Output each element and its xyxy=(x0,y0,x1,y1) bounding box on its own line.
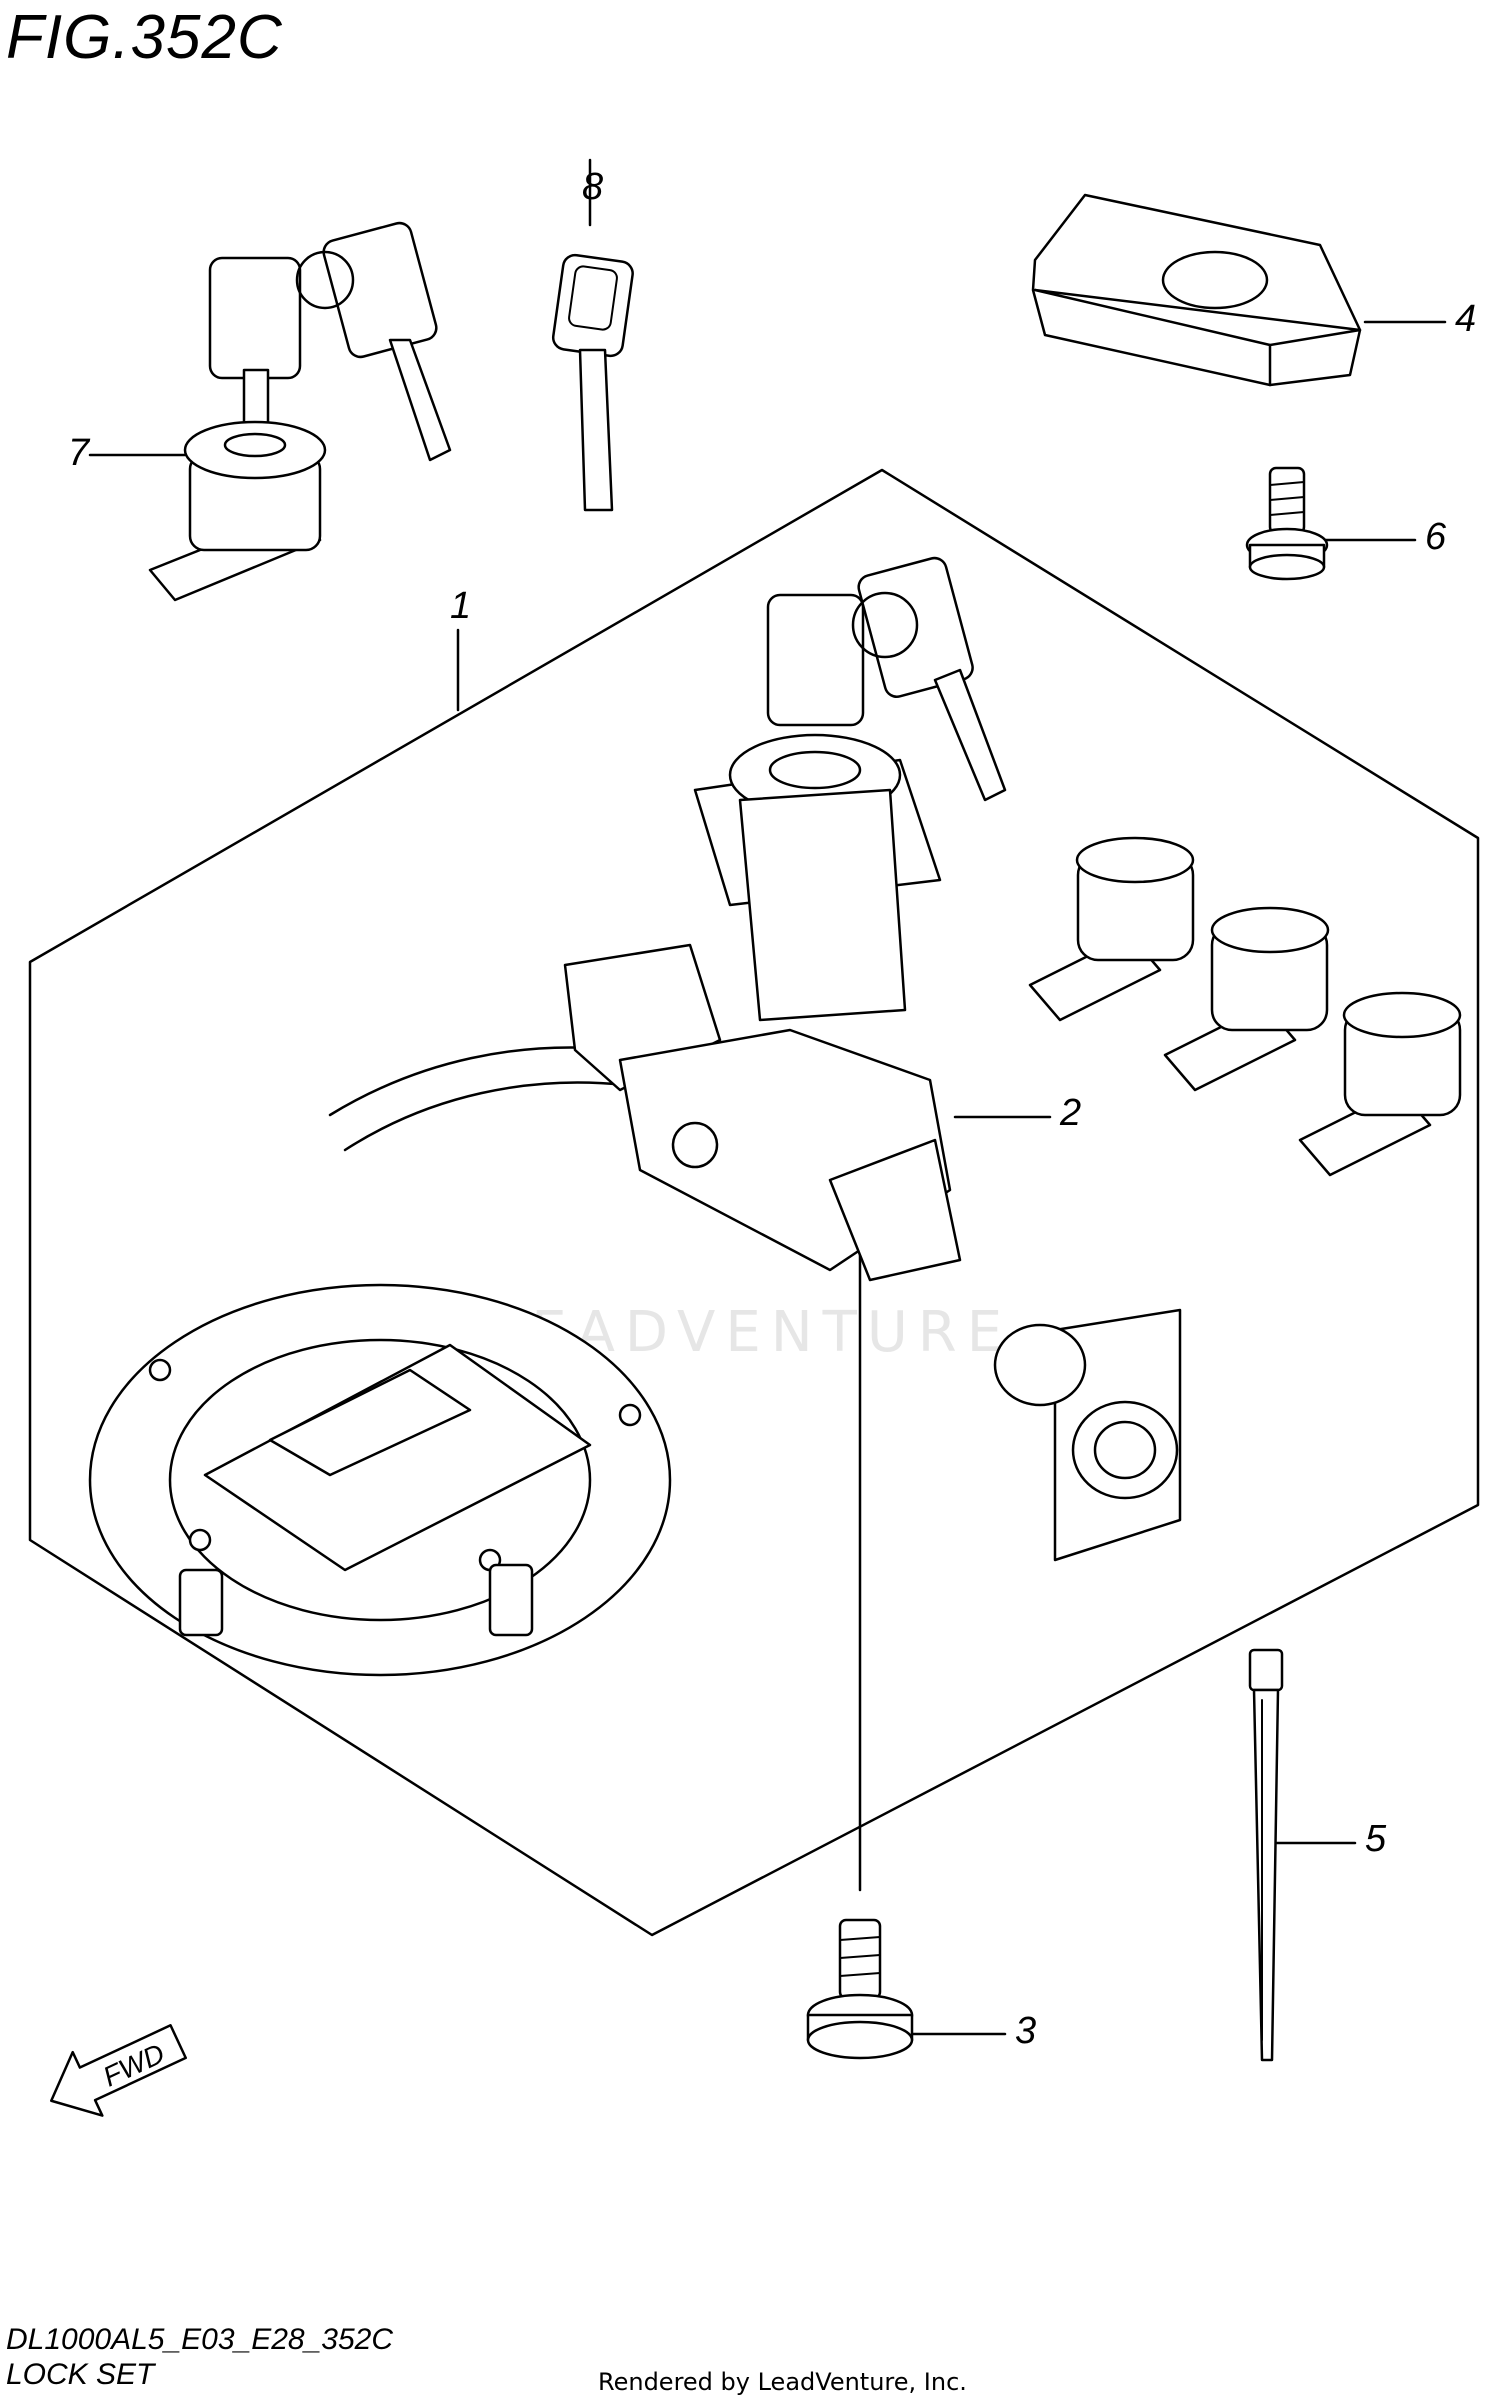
part-4-cover xyxy=(1031,193,1362,387)
fuel-cap-lock xyxy=(993,1308,1182,1562)
part-5-cable-tie xyxy=(1248,1648,1284,2062)
part-8-key xyxy=(551,253,634,512)
callout-4[interactable]: 4 xyxy=(1455,298,1477,340)
callout-7[interactable]: 7 xyxy=(68,432,90,474)
rendered-by: Rendered by LeadVenture, Inc. xyxy=(598,2368,967,2396)
figure-title: FIG.352C xyxy=(6,3,283,72)
leader-lines xyxy=(88,158,1447,2036)
callout-1[interactable]: 1 xyxy=(450,585,472,627)
callout-6[interactable]: 6 xyxy=(1425,516,1447,558)
callout-3[interactable]: 3 xyxy=(1015,2010,1037,2052)
part-6-bolt xyxy=(1245,466,1329,581)
fuel-filler-cap xyxy=(88,1283,672,1677)
fwd-arrow-icon: FWD xyxy=(50,2024,187,2117)
part-3-screw xyxy=(806,1918,914,2060)
callout-2[interactable]: 2 xyxy=(1060,1092,1082,1134)
lock-cylinders xyxy=(1028,836,1462,1177)
lock-set-outline xyxy=(28,468,1480,1937)
diagram-subtitle: LOCK SET xyxy=(6,2358,155,2391)
part-2-ignition-switch xyxy=(328,556,1007,1282)
callout-8[interactable]: 8 xyxy=(582,166,604,208)
part-7-lock-with-keys xyxy=(148,221,452,602)
diagram-code: DL1000AL5_E03_E28_352C xyxy=(6,2323,393,2356)
callout-5[interactable]: 5 xyxy=(1365,1818,1387,1860)
